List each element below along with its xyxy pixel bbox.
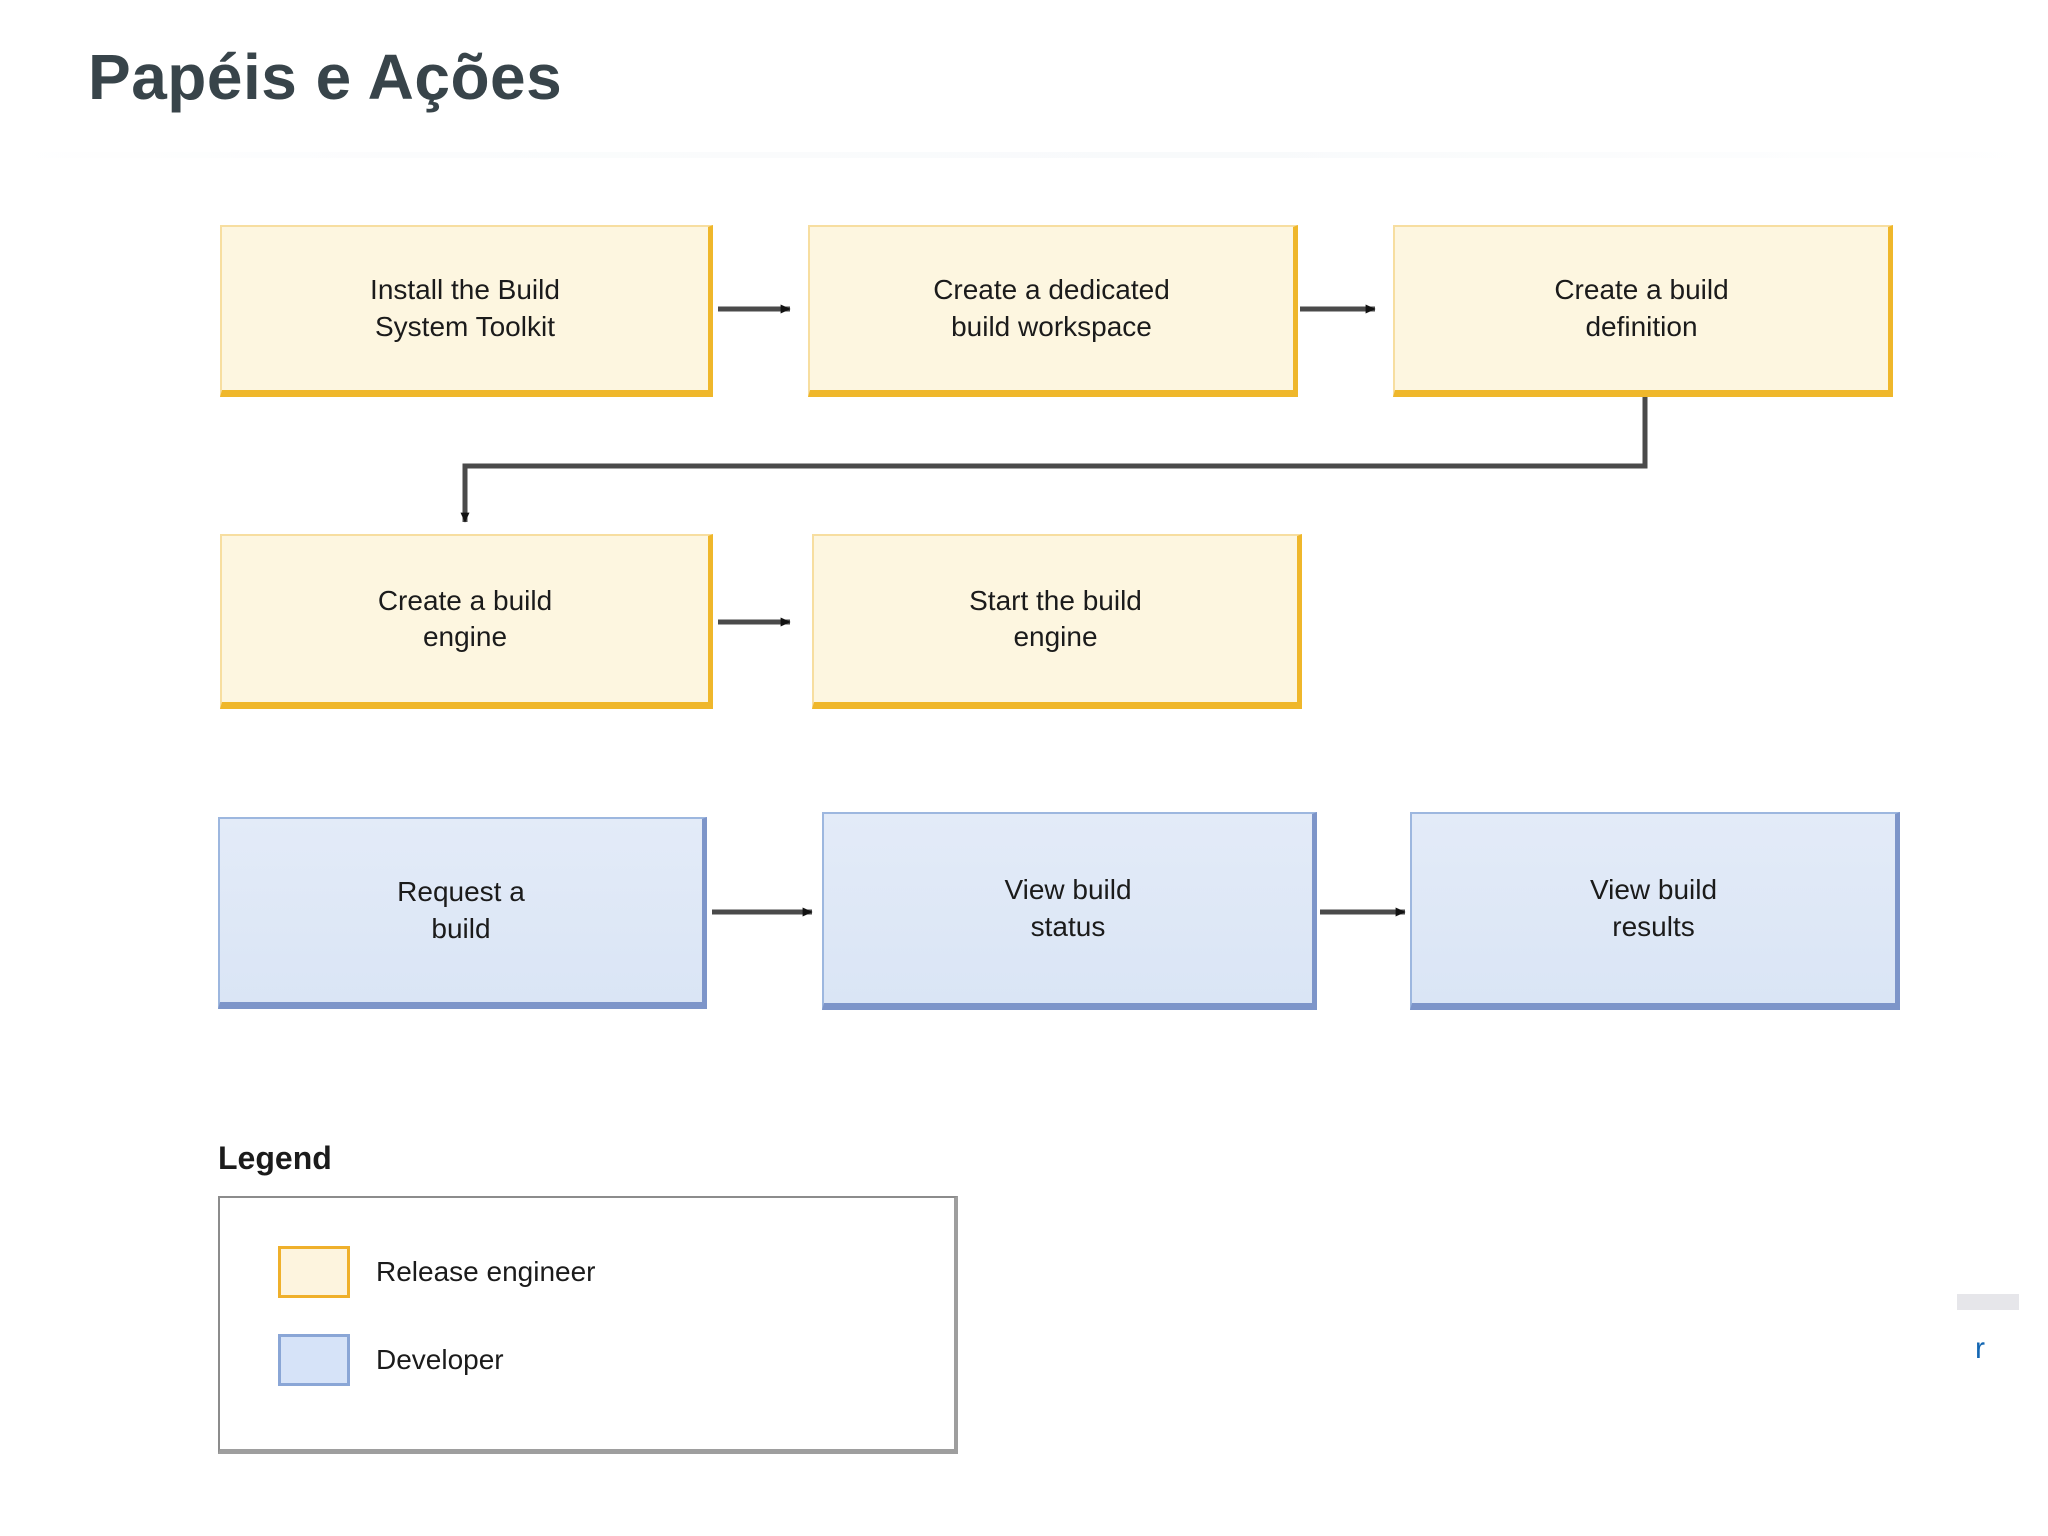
node-view-build-status[interactable]: View build status <box>822 812 1317 1010</box>
node-create-workspace[interactable]: Create a dedicated build workspace <box>808 225 1298 397</box>
legend-label: Release engineer <box>376 1256 596 1287</box>
node-create-build-engine[interactable]: Create a build engine <box>220 534 713 709</box>
title-separator <box>0 152 2048 158</box>
node-start-build-engine[interactable]: Start the build engine <box>812 534 1302 709</box>
legend-box: Release engineer Developer <box>218 1196 958 1454</box>
node-label: Create a build definition <box>1554 274 1729 342</box>
node-label: Request a build <box>397 876 525 944</box>
node-label: Install the Build System Toolkit <box>370 274 560 342</box>
legend-label: Developer <box>376 1344 504 1375</box>
stray-gray-bar <box>1957 1294 2019 1310</box>
node-label: View build status <box>1004 874 1132 942</box>
node-label: Start the build engine <box>969 584 1142 652</box>
legend-heading: Legend <box>218 1140 332 1176</box>
legend-swatch-developer <box>278 1334 350 1386</box>
node-label: Create a build engine <box>377 584 553 652</box>
node-view-build-results[interactable]: View build results <box>1410 812 1900 1010</box>
node-label: View build results <box>1589 874 1718 942</box>
legend-item-release-engineer: Release engineer <box>278 1246 596 1298</box>
edge-definition-to-build-engine <box>460 396 1648 523</box>
page-title: Papéis e Ações <box>88 41 563 113</box>
node-request-build[interactable]: Request a build <box>218 817 707 1009</box>
node-create-build-definition[interactable]: Create a build definition <box>1393 225 1893 397</box>
stray-letter: r <box>1975 1332 1985 1365</box>
node-install-toolkit[interactable]: Install the Build System Toolkit <box>220 225 713 397</box>
legend-item-developer: Developer <box>278 1334 504 1386</box>
node-label: Create a dedicated build workspace <box>933 274 1170 342</box>
legend-swatch-release-engineer <box>278 1246 350 1298</box>
